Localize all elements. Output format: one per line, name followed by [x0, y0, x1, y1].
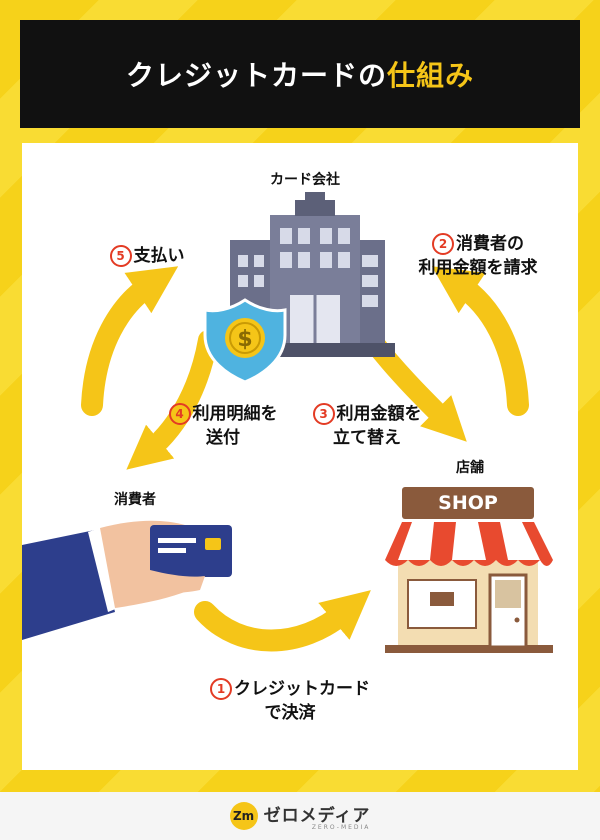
diagram-artwork: $	[22, 192, 553, 653]
footer: Zm ゼロメディア ZERO-MEDIA	[0, 792, 600, 840]
shield-coin-icon: $	[203, 298, 287, 384]
consumer-hand-card-icon	[22, 520, 232, 640]
step-2-line2: 利用金額を請求	[418, 258, 538, 278]
shop-sign: SHOP	[438, 492, 498, 514]
card-company-label: カード会社	[270, 172, 340, 188]
step-5-text: 支払い	[133, 246, 185, 266]
step-2-number: 2	[432, 233, 454, 255]
store-icon	[385, 487, 553, 653]
step-2-line1: 消費者の	[456, 234, 524, 254]
step-1-number: 1	[210, 678, 232, 700]
building-icon	[220, 192, 395, 357]
store-label: 店舗	[456, 460, 484, 476]
arrow-step-4	[126, 330, 218, 470]
logo-mark-icon: Zm	[229, 802, 258, 830]
title-accent: 仕組み	[387, 59, 475, 92]
title-bar: クレジットカードの仕組み	[20, 20, 580, 128]
logo-text: ゼロメディア	[263, 806, 371, 826]
step-5-number: 5	[109, 245, 132, 267]
title-main: クレジットカードの	[125, 59, 387, 92]
step-3-line1: 利用金額を	[336, 404, 422, 424]
step-4-line1: 利用明細を	[192, 404, 278, 424]
step-1-line2: で決済	[264, 703, 316, 723]
arrow-step-2	[431, 266, 529, 416]
logo-subtext: ZERO-MEDIA	[311, 824, 371, 831]
step-4-number: 4	[168, 403, 191, 425]
svg-text:$: $	[237, 327, 252, 352]
step-1-line1: クレジットカード	[234, 679, 370, 699]
step-4-line2: 送付	[206, 428, 240, 448]
consumer-label: 消費者	[114, 492, 156, 508]
zero-media-logo: Zm ゼロメディア ZERO-MEDIA	[229, 801, 371, 831]
arrow-step-1	[194, 590, 371, 652]
arrow-step-5	[81, 266, 179, 416]
step-3-number: 3	[312, 403, 335, 425]
step-3-line2: 立て替え	[333, 428, 401, 448]
